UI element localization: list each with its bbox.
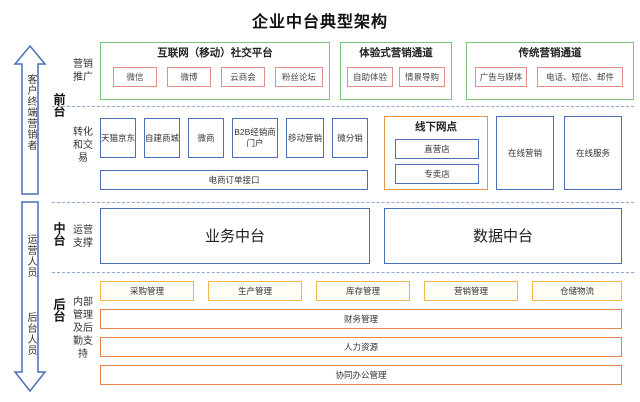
data-middle-platform: 数据中台 xyxy=(384,208,622,264)
back-procurement: 采购管理 xyxy=(100,281,194,301)
traditional-channel: 传统营销通道 广告与媒体 电话、短信、邮件 xyxy=(466,42,634,100)
chip-phone-sms-email: 电话、短信、邮件 xyxy=(537,67,623,87)
left-arrows xyxy=(13,44,47,393)
ecommerce-order-interface: 电商订单接口 xyxy=(100,170,368,190)
experience-channel-title: 体验式营销通道 xyxy=(359,47,433,59)
down-arrow-label-top: 运营人员 xyxy=(25,234,36,278)
row-label-conversion: 转化和交易 xyxy=(73,127,93,164)
back-warehouse-logistics: 仓储物流 xyxy=(532,281,622,301)
business-middle-platform: 业务中台 xyxy=(100,208,370,264)
divider-front-middle-top xyxy=(52,106,634,107)
chip-self-experience: 自助体验 xyxy=(347,67,393,87)
page-title: 企业中台典型架构 xyxy=(251,14,388,31)
back-hr: 人力资源 xyxy=(100,337,622,357)
section-back: 后台 xyxy=(52,298,66,322)
up-arrow-icon xyxy=(13,44,47,195)
offline-outlets: 线下网点 直营店 专卖店 xyxy=(384,116,488,190)
channel-wechat-shop: 微商 xyxy=(188,118,224,158)
down-arrow-icon xyxy=(13,201,47,393)
chip-wechat: 微信 xyxy=(113,67,157,87)
online-marketing: 在线营销 xyxy=(496,116,554,190)
offline-outlets-title: 线下网点 xyxy=(415,121,457,133)
internet-social-platform: 互联网（移动）社交平台 微信 微博 云商会 粉丝论坛 xyxy=(100,42,330,100)
experience-channel: 体验式营销通道 自助体验 情景导购 xyxy=(340,42,452,100)
chip-cloud-chamber: 云商会 xyxy=(221,67,265,87)
divider-front-middle xyxy=(52,202,634,203)
row-label-ops-support: 运营支撑 xyxy=(73,225,93,249)
traditional-channel-title: 传统营销通道 xyxy=(518,47,582,59)
chip-ads-media: 广告与媒体 xyxy=(475,67,527,87)
online-service: 在线服务 xyxy=(564,116,622,190)
back-inventory: 库存管理 xyxy=(316,281,410,301)
section-front: 前台 xyxy=(52,93,66,117)
up-arrow-label: 客户终端营销者 xyxy=(25,74,36,151)
down-arrow-label-bottom: 后台人员 xyxy=(25,312,36,356)
back-office-collab: 协同办公管理 xyxy=(100,365,622,385)
channel-micro-distribution: 微分销 xyxy=(332,118,368,158)
chip-fan-forum: 粉丝论坛 xyxy=(275,67,323,87)
channel-b2b-portal: B2B经销商门户 xyxy=(232,118,278,158)
back-marketing-mgmt: 营销管理 xyxy=(424,281,518,301)
outlet-direct-store: 直营店 xyxy=(395,139,479,159)
internet-social-title: 互联网（移动）社交平台 xyxy=(157,47,273,59)
channel-mobile-marketing: 移动营销 xyxy=(286,118,324,158)
back-finance: 财务管理 xyxy=(100,309,622,329)
back-production: 生产管理 xyxy=(208,281,302,301)
row-label-promotion: 营销推广 xyxy=(73,59,93,83)
chip-scenario-guide: 情景导购 xyxy=(399,67,445,87)
outlet-franchise-store: 专卖店 xyxy=(395,164,479,184)
channel-own-mall: 自建商城 xyxy=(144,118,180,158)
section-middle: 中台 xyxy=(52,222,66,246)
row-label-internal: 内部管理及后勤支持 xyxy=(73,297,93,360)
chip-weibo: 微博 xyxy=(167,67,211,87)
divider-middle-back xyxy=(52,272,634,273)
channel-tmall-jd: 天猫京东 xyxy=(100,118,136,158)
